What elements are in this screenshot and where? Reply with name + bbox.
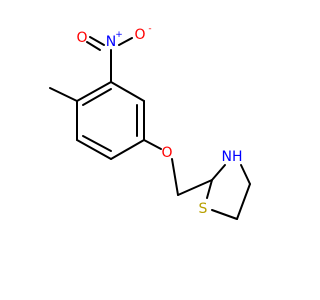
bond-s-c2 bbox=[206, 179, 213, 199]
atom-labels: N + O O - O NH S bbox=[76, 24, 242, 217]
charge-nitro-n: + bbox=[115, 30, 123, 40]
atom-nitro-n: N bbox=[106, 34, 116, 50]
charge-nitro-o-right: - bbox=[148, 24, 151, 34]
bond-nitro-o-left-2 bbox=[86, 41, 101, 51]
bond-methyl bbox=[49, 87, 78, 102]
bond-ring-c1-c2 bbox=[76, 81, 112, 102]
atom-nitro-o-left: O bbox=[76, 30, 87, 46]
bond-nitro-o-left-1 bbox=[89, 36, 105, 46]
bond-c5-s bbox=[211, 209, 238, 220]
bond-nh-c4 bbox=[240, 164, 251, 185]
atom-ether-o: O bbox=[161, 145, 172, 161]
bond-ring-c4-c5 bbox=[110, 139, 145, 160]
bond-c4-c5 bbox=[236, 183, 251, 220]
atom-ring-s: S bbox=[199, 201, 208, 217]
atom-ring-nh: NH bbox=[222, 149, 243, 165]
bond-ring-c5-c6 bbox=[76, 139, 112, 160]
molecule-diagram: N + O O - O NH S bbox=[49, 24, 251, 220]
bond-ether-o-ch2 bbox=[171, 158, 179, 196]
bond-ring-c2-c3 bbox=[110, 81, 145, 102]
bond-nitro-o-right bbox=[118, 37, 133, 46]
bond-ch2-c2 bbox=[177, 179, 213, 196]
bond-ring-c1-c2-inner bbox=[82, 88, 112, 106]
bond-ring-c5-c6-inner bbox=[82, 135, 112, 152]
atom-nitro-o-right: O bbox=[134, 27, 145, 43]
bonds bbox=[49, 36, 251, 220]
bond-ring-ether-o bbox=[143, 139, 162, 150]
bond-c2-nh bbox=[211, 164, 226, 181]
